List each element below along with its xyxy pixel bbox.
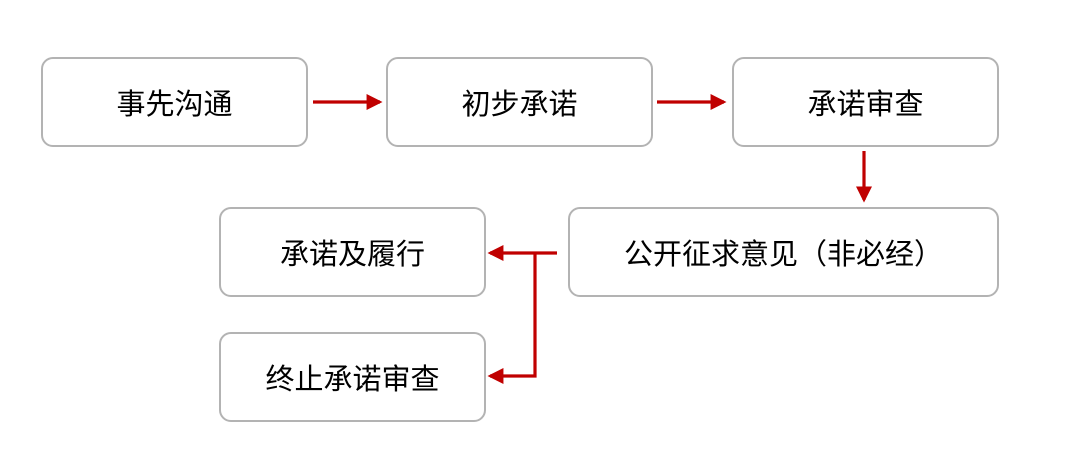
step-label: 承诺审查 [807,87,924,121]
arrow-branch-to-terminate [487,253,537,384]
step-label: 终止承诺审查 [265,362,440,396]
step-commitment-review: 承诺审查 [732,57,999,147]
step-public-consultation: 公开征求意见（非必经） [568,207,999,297]
step-prior-communication: 事先沟通 [41,57,308,147]
step-commitment-fulfillment: 承诺及履行 [219,207,486,297]
step-terminate-review: 终止承诺审查 [219,332,486,422]
step-label: 承诺及履行 [279,237,425,271]
step-label: 事先沟通 [116,87,233,121]
step-label: 初步承诺 [461,87,578,121]
step-label: 公开征求意见（非必经） [623,237,943,271]
step-initial-commitment: 初步承诺 [386,57,653,147]
